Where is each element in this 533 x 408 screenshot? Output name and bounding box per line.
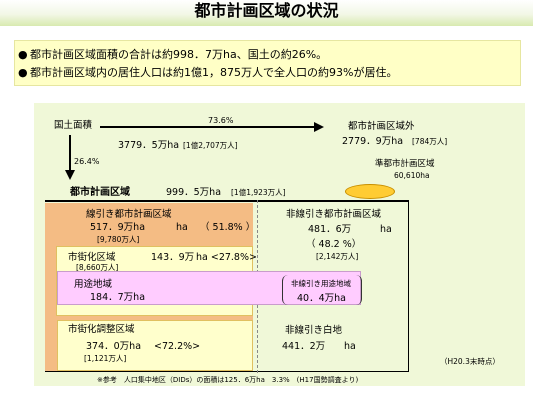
hisenbiki-pop: [2,142万人] <box>316 252 359 261</box>
senbiki-area-value: 517．9万ha <box>90 222 146 233</box>
hakuchi-label: 非線引き白地 <box>285 325 343 336</box>
hakuchi-unit: ha <box>344 341 356 352</box>
summary-line-2: 都市計画区域内の居住人口は約1億1，875万人で全人口の約93%が居住。 <box>30 66 398 79</box>
youto-box <box>57 271 361 305</box>
chousei-pop: [1,121万人] <box>84 354 127 363</box>
kokudo-label: 国土面積 <box>54 120 93 131</box>
arrow-down-pct: 26.4% <box>74 157 100 166</box>
outside-pop: [784万人] <box>412 137 448 146</box>
page-title: 都市計画区域の状況 <box>194 1 339 20</box>
shigaika-pop: [8,660万人] <box>76 263 119 272</box>
hakuchi-area: 441．2万 <box>282 341 326 352</box>
shigaika-area: 143．9万 <box>151 252 195 263</box>
chousei-box <box>57 320 253 371</box>
youto-area: 184．7万ha <box>90 292 146 303</box>
chousei-area: 374．0万ha <box>86 341 142 352</box>
senbiki-pop: [9,780万人] <box>97 235 140 244</box>
hisenbiki-label: 非線引き都市計画区域 <box>286 209 382 220</box>
bullet-icon: ● <box>18 66 28 79</box>
outside-area: 2779．9万ha <box>342 136 404 147</box>
bullet-icon: ● <box>18 48 28 61</box>
summary-box <box>14 40 521 86</box>
hisenbiki-area: 481．6万 <box>308 224 352 235</box>
title-bar <box>0 0 533 26</box>
kokudo-area: 3779．5万ha <box>118 140 180 151</box>
hisenbiki-pct: （ 48.2 %） <box>306 239 362 250</box>
hisen-youto-label: 非線引き用途地域 <box>291 279 351 288</box>
senbiki-pct: （ 51.8% ） <box>200 222 256 233</box>
arrow-right-pct: 73.6% <box>208 116 234 125</box>
footnote: ※参考 人口集中地区（DIDs）の面積は125．6万ha 3.3% (H17国勢… <box>97 376 359 384</box>
hisen-youto-bracket <box>282 275 362 305</box>
senbiki-unit: ha <box>176 222 188 233</box>
right-line <box>408 200 409 371</box>
toshi-area: 999．5万ha <box>166 187 222 198</box>
chousei-label: 市街化調整区域 <box>68 324 135 335</box>
kokudo-pop: [1億2,707万人] <box>183 141 238 150</box>
hisen-youto-area: 40．4万ha <box>297 293 346 304</box>
senbiki-label: 線引き都市計画区域 <box>86 209 172 220</box>
outside-label: 都市計画区域外 <box>348 121 415 132</box>
bottom-line <box>45 371 409 372</box>
toshi-label: 都市計画区域 <box>70 187 130 198</box>
jun-label: 準都市計画区域 <box>375 159 435 169</box>
jun-area: 60,610ha <box>394 171 430 180</box>
hisenbiki-unit: ha <box>380 224 392 235</box>
chousei-pct: <72.2%> <box>154 341 201 352</box>
shigaika-label: 市街化区域 <box>68 252 116 263</box>
shigaika-unit-pct: ha <27.8%> <box>196 252 257 263</box>
summary-line-1: 都市計画区域面積の合計は約998．7万ha、国土の約26%。 <box>30 48 328 61</box>
youto-label: 用途地域 <box>74 279 113 290</box>
jun-ellipse <box>345 184 395 199</box>
top-line <box>45 200 409 202</box>
date-note: （H20.3末時点） <box>440 357 500 366</box>
toshi-pop: [1億1,923万人] <box>231 188 286 197</box>
